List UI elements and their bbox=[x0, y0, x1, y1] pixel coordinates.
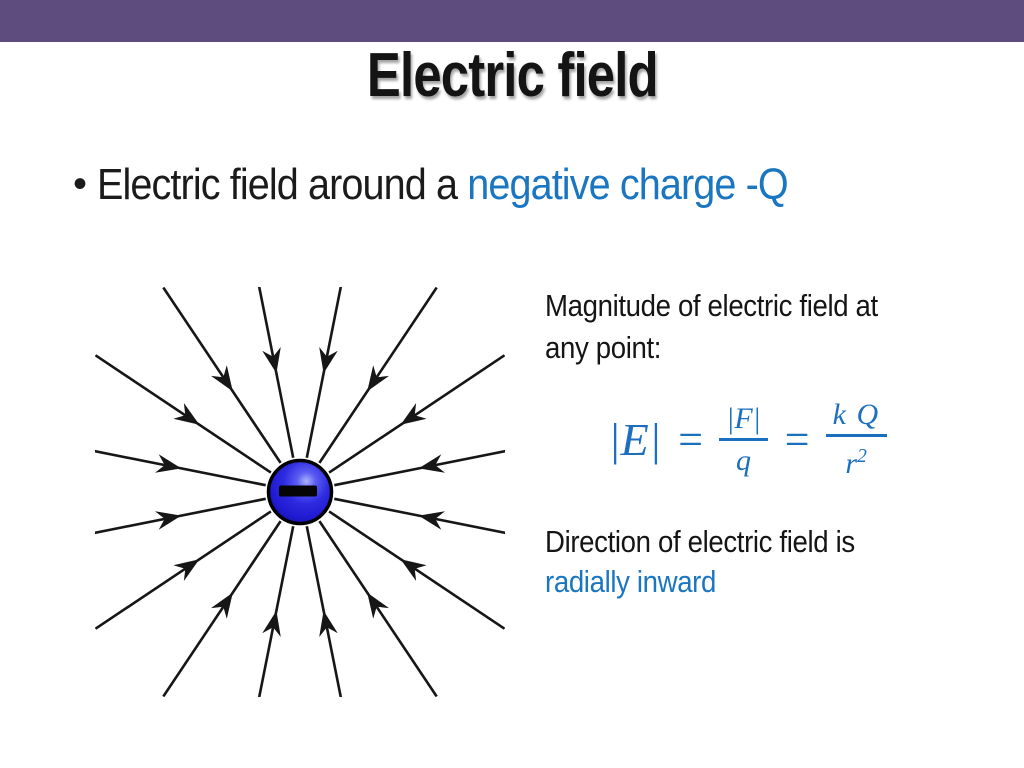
field-lines-diagram bbox=[95, 287, 505, 697]
magnitude-line1: Magnitude of electric field at bbox=[545, 288, 878, 323]
direction-line2: radially inward bbox=[545, 564, 717, 599]
field-arrowhead bbox=[367, 592, 389, 619]
magnitude-line2: any point: bbox=[545, 330, 662, 365]
field-arrowhead bbox=[262, 347, 281, 374]
field-arrowhead bbox=[367, 365, 389, 392]
field-line bbox=[334, 449, 505, 487]
page-title-text: Electric field bbox=[366, 41, 659, 110]
magnitude-caption: Magnitude of electric field at any point… bbox=[545, 285, 919, 369]
direction-line1: Direction of electric field is bbox=[545, 524, 855, 559]
field-arrowhead bbox=[319, 610, 338, 637]
bullet-marker: • bbox=[73, 162, 88, 206]
field-arrowhead bbox=[418, 454, 445, 473]
field-line bbox=[162, 287, 282, 464]
field-line bbox=[305, 287, 343, 458]
field-line bbox=[95, 354, 272, 474]
field-line bbox=[95, 497, 266, 535]
field-arrowhead bbox=[211, 365, 233, 392]
field-line bbox=[162, 520, 282, 697]
field-line bbox=[334, 497, 505, 535]
field-arrowhead bbox=[155, 454, 182, 473]
formula-lhs: |E| bbox=[608, 414, 662, 465]
field-arrowhead bbox=[418, 511, 445, 530]
field-arrowhead bbox=[400, 559, 427, 581]
fraction-denominator: r2 bbox=[845, 446, 867, 480]
bullet-text-accent: negative charge -Q bbox=[467, 160, 788, 209]
field-arrowhead bbox=[173, 559, 200, 581]
field-line bbox=[257, 287, 295, 458]
field-line bbox=[95, 510, 272, 630]
bullet-text-black: Electric field around a bbox=[97, 160, 468, 209]
field-arrowhead bbox=[262, 610, 281, 637]
field-line bbox=[328, 354, 505, 474]
minus-sign bbox=[279, 485, 317, 497]
field-arrowhead bbox=[155, 511, 182, 530]
fraction-numerator: k Q bbox=[825, 398, 887, 437]
field-line bbox=[318, 287, 438, 464]
header-bar bbox=[0, 0, 1024, 42]
electric-field-formula: |E| = |F| q = k Q r2 bbox=[608, 398, 887, 481]
formula-fraction-kQ-over-r2: k Q r2 bbox=[825, 398, 887, 481]
fraction-denominator: q bbox=[736, 443, 751, 477]
fraction-numerator: |F| bbox=[719, 402, 768, 441]
bullet-item: • Electric field around a negative charg… bbox=[73, 160, 865, 210]
formula-equals-2: = bbox=[781, 415, 812, 464]
field-line bbox=[257, 526, 295, 697]
field-line bbox=[328, 510, 505, 630]
bullet-text: Electric field around a negative charge … bbox=[97, 160, 789, 210]
field-lines-group bbox=[95, 287, 505, 697]
field-line bbox=[305, 526, 343, 697]
field-arrowhead bbox=[319, 347, 338, 374]
field-arrowhead bbox=[173, 403, 200, 425]
field-arrowhead bbox=[400, 403, 427, 425]
field-line bbox=[95, 449, 266, 487]
direction-caption: Direction of electric field is radially … bbox=[545, 522, 893, 602]
field-line bbox=[318, 520, 438, 697]
formula-fraction-F-over-q: |F| q bbox=[719, 402, 768, 478]
field-arrowhead bbox=[211, 592, 233, 619]
page-title: Electric field bbox=[0, 40, 1024, 111]
formula-equals-1: = bbox=[675, 415, 706, 464]
